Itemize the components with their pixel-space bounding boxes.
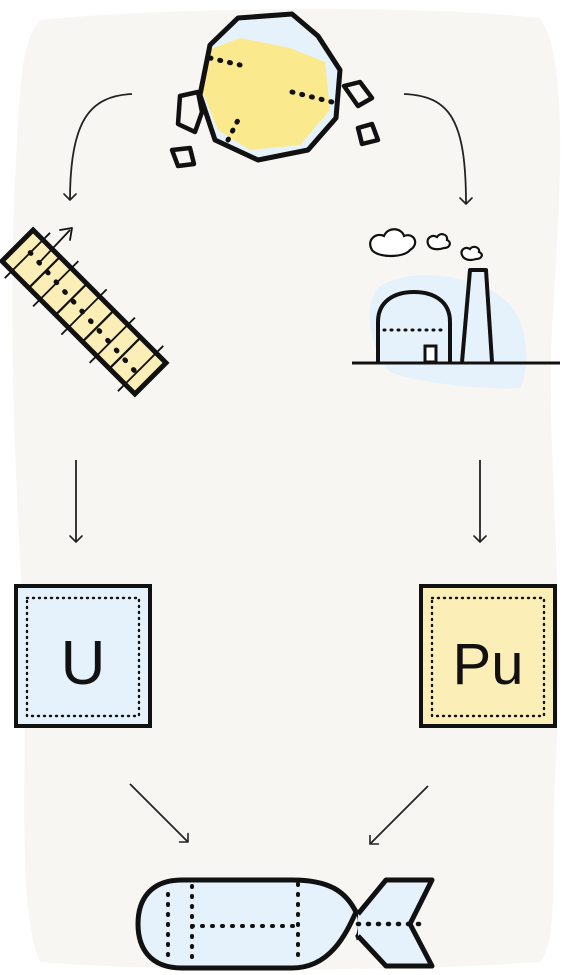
plutonium-element-tile: Pu	[419, 584, 557, 728]
uranium-symbol: U	[61, 629, 106, 698]
uranium-ore-icon	[169, 11, 381, 169]
nuclear-reactor-icon	[352, 228, 560, 389]
plutonium-symbol: Pu	[453, 632, 524, 697]
uranium-element-tile: U	[14, 584, 152, 728]
atomic-bomb-icon	[135, 877, 435, 971]
background-blob	[12, 9, 561, 970]
arrow-plutonium-to-bomb	[369, 785, 429, 845]
arrow-uranium-to-bomb	[129, 783, 189, 843]
arrow-ore-to-centrifuge	[63, 93, 133, 201]
centrifuge-enrichment-icon	[0, 226, 170, 398]
arrow-ore-to-reactor	[403, 93, 473, 205]
